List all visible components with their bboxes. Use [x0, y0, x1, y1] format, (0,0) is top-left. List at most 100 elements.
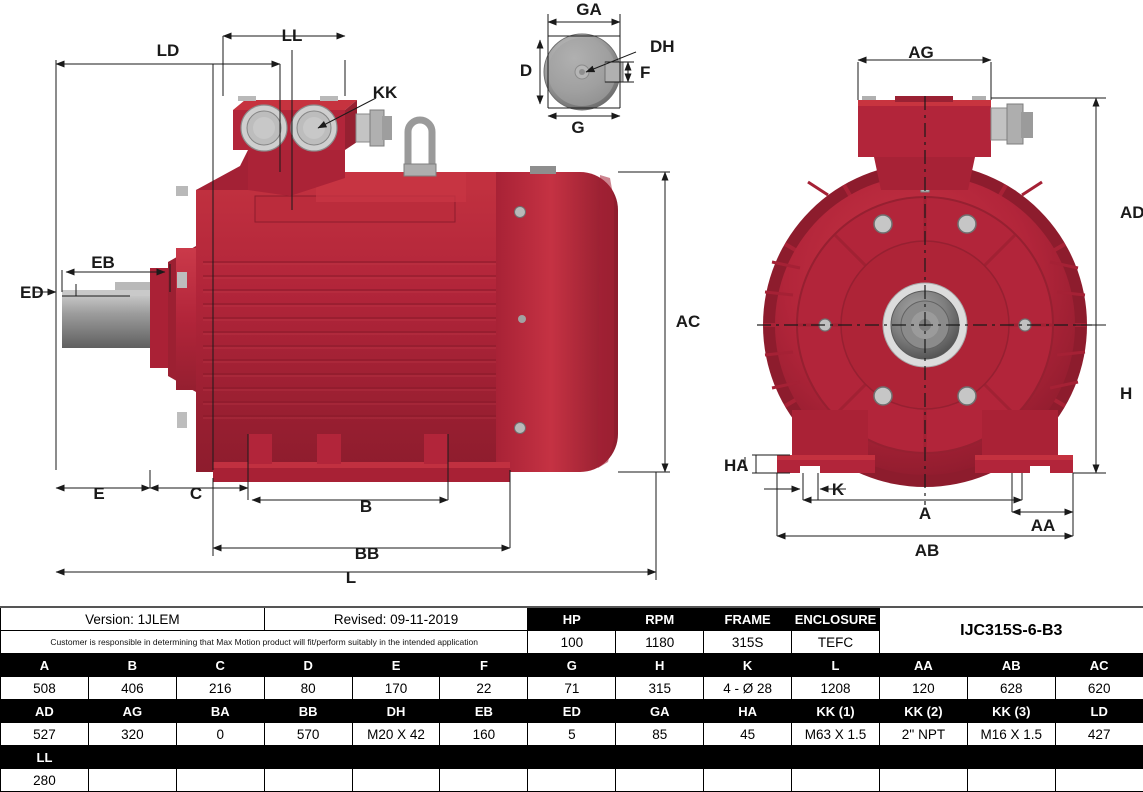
dim-value-c: 216 — [176, 677, 264, 700]
dim-label-ED: ED — [20, 283, 44, 302]
dim-value-ha: 45 — [704, 723, 792, 746]
dim-value-kk3: M16 X 1.5 — [967, 723, 1055, 746]
spec-header-frame: FRAME — [704, 607, 792, 631]
dim-header-ag: AG — [88, 700, 176, 723]
dim-header-g: G — [528, 654, 616, 677]
table-row-dims3-values: 280 — [1, 769, 1143, 792]
dim-header-ll: LL — [1, 746, 89, 769]
empty-value-cell — [176, 769, 264, 792]
dim-header-e: E — [352, 654, 440, 677]
dim-header-l: L — [792, 654, 880, 677]
dim-header-ha: HA — [704, 700, 792, 723]
dim-header-ga: GA — [616, 700, 704, 723]
dim-label-F: F — [640, 63, 650, 82]
dim-label-K: K — [832, 480, 845, 499]
empty-value-cell — [528, 769, 616, 792]
dim-value-g: 71 — [528, 677, 616, 700]
dim-label-DH: DH — [650, 37, 675, 56]
dim-value-ga: 85 — [616, 723, 704, 746]
dim-header-ad: AD — [1, 700, 89, 723]
dim-value-ac: 620 — [1055, 677, 1143, 700]
dim-value-f: 22 — [440, 677, 528, 700]
dim-label-LL: LL — [282, 26, 303, 45]
dim-value-ba: 0 — [176, 723, 264, 746]
dim-value-ed: 5 — [528, 723, 616, 746]
table-row-dims3-headers: LL — [1, 746, 1143, 769]
dim-value-aa: 120 — [879, 677, 967, 700]
dim-value-e: 170 — [352, 677, 440, 700]
dim-header-kk3: KK (3) — [967, 700, 1055, 723]
empty-value-cell — [88, 769, 176, 792]
dim-header-dh: DH — [352, 700, 440, 723]
dim-label-AD: AD — [1120, 203, 1143, 222]
table-row-dims2-values: 527 320 0 570 M20 X 42 160 5 85 45 M63 X… — [1, 723, 1143, 746]
spec-header-rpm: RPM — [616, 607, 704, 631]
empty-value-cell — [967, 769, 1055, 792]
empty-value-cell — [792, 769, 880, 792]
dim-header-a: A — [1, 654, 89, 677]
empty-header-cell — [704, 746, 792, 769]
empty-header-cell — [176, 746, 264, 769]
dim-header-k: K — [704, 654, 792, 677]
empty-header-cell — [967, 746, 1055, 769]
table-row-dims1-values: 508 406 216 80 170 22 71 315 4 - Ø 28 12… — [1, 677, 1143, 700]
dim-header-kk1: KK (1) — [792, 700, 880, 723]
spec-header-enclosure: ENCLOSURE — [792, 607, 880, 631]
dim-label-HA: HA — [724, 456, 749, 475]
dim-header-ba: BA — [176, 700, 264, 723]
spec-value-frame: 315S — [704, 631, 792, 654]
side-view-motor — [62, 96, 618, 482]
dim-header-kk2: KK (2) — [879, 700, 967, 723]
empty-header-cell — [88, 746, 176, 769]
dim-header-c: C — [176, 654, 264, 677]
dim-label-C: C — [190, 484, 202, 503]
dim-header-b: B — [88, 654, 176, 677]
dim-label-L: L — [346, 568, 356, 587]
dim-label-D: D — [520, 61, 532, 80]
dim-label-AA: AA — [1031, 516, 1056, 535]
empty-value-cell — [440, 769, 528, 792]
empty-value-cell — [704, 769, 792, 792]
dim-value-ab: 628 — [967, 677, 1055, 700]
empty-value-cell — [616, 769, 704, 792]
model-number: IJC315S-6-B3 — [879, 607, 1143, 654]
empty-header-cell — [616, 746, 704, 769]
dim-label-A: A — [919, 504, 931, 523]
dim-label-LD: LD — [157, 41, 180, 60]
dim-label-E: E — [93, 484, 104, 503]
dim-value-kk2: 2'' NPT — [879, 723, 967, 746]
disclaimer-text: Customer is responsible in determining t… — [1, 631, 528, 654]
dim-value-eb: 160 — [440, 723, 528, 746]
dim-value-ag: 320 — [88, 723, 176, 746]
dim-value-ad: 527 — [1, 723, 89, 746]
dim-label-AB: AB — [915, 541, 940, 560]
dim-value-l: 1208 — [792, 677, 880, 700]
table-row-dims1-headers: A B C D E F G H K L AA AB AC — [1, 654, 1143, 677]
dim-header-h: H — [616, 654, 704, 677]
dim-value-dh: M20 X 42 — [352, 723, 440, 746]
spec-value-enclosure: TEFC — [792, 631, 880, 654]
empty-value-cell — [352, 769, 440, 792]
version-cell: Version: 1JLEM — [1, 607, 265, 631]
dim-header-eb: EB — [440, 700, 528, 723]
empty-header-cell — [528, 746, 616, 769]
spec-value-hp: 100 — [528, 631, 616, 654]
dim-label-H: H — [1120, 384, 1132, 403]
dim-label-G: G — [571, 118, 584, 137]
empty-value-cell — [879, 769, 967, 792]
dim-value-k: 4 - Ø 28 — [704, 677, 792, 700]
shaft-end-detail — [544, 34, 623, 110]
dim-value-h: 315 — [616, 677, 704, 700]
table-row-version: Version: 1JLEM Revised: 09-11-2019 HP RP… — [1, 607, 1143, 631]
spec-value-rpm: 1180 — [616, 631, 704, 654]
dim-header-ed: ED — [528, 700, 616, 723]
empty-header-cell — [792, 746, 880, 769]
empty-value-cell — [1055, 769, 1143, 792]
empty-header-cell — [879, 746, 967, 769]
empty-value-cell — [264, 769, 352, 792]
specification-table: Version: 1JLEM Revised: 09-11-2019 HP RP… — [0, 606, 1143, 792]
empty-header-cell — [264, 746, 352, 769]
empty-header-cell — [352, 746, 440, 769]
dim-value-kk1: M63 X 1.5 — [792, 723, 880, 746]
dim-label-AC: AC — [676, 312, 701, 331]
